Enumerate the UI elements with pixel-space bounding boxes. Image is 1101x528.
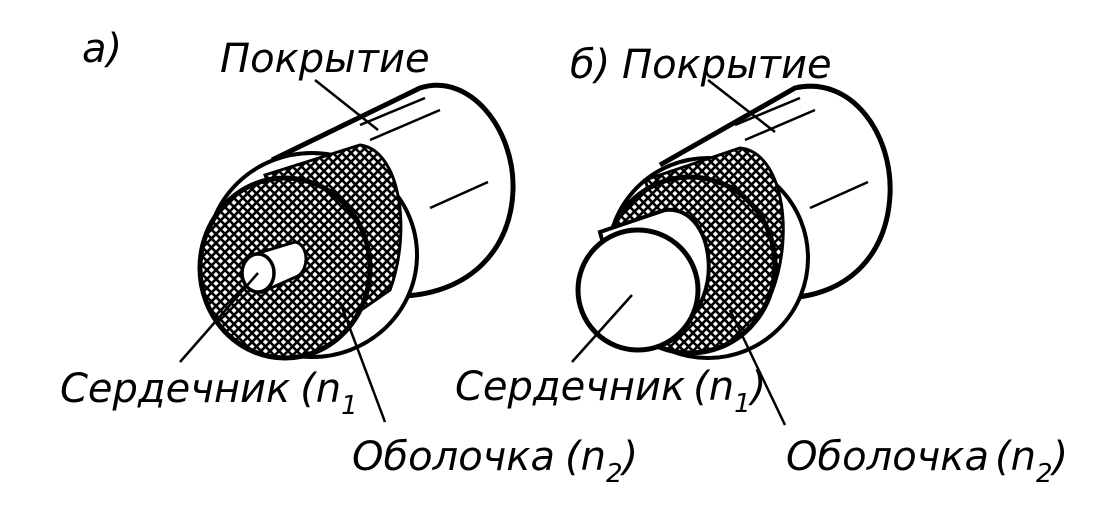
panel-a-cladding-index: n (581, 434, 606, 480)
panel-a-core-name: Сердечник (60, 366, 290, 412)
panel-b-core-close-paren: ) (748, 364, 767, 410)
panel-b-cladding-close-paren: ) (1049, 434, 1068, 480)
panel-b-cladding-name: Оболочка (786, 434, 989, 480)
panel-a-cladding-close-paren: ) (619, 434, 638, 480)
panel-b-core-index: n (709, 364, 734, 410)
fiber-b-shade-3 (809, 180, 869, 210)
fiber-a (197, 82, 516, 361)
fiber-a-shade-2 (369, 108, 441, 142)
fiber-b-core-face (575, 227, 701, 353)
panel-b-cladding-label: Оболочка(n2) (786, 434, 1068, 489)
panel-b-cladding-index-sub: 2 (1036, 459, 1053, 489)
panel-a-core-index-sub: 1 (341, 391, 358, 421)
fiber-b-shade-1 (734, 96, 801, 127)
leader-b-cladding (728, 309, 787, 426)
fiber-a-shade-1 (359, 96, 426, 127)
panel-a-letter: а) (82, 26, 122, 72)
panel-a-cladding-index-sub: 2 (606, 459, 623, 489)
panel-a-core-label: Сердечник(n1 (60, 366, 358, 421)
leader-a-core (179, 272, 259, 363)
panel-a-coating-label: Покрытие (220, 36, 430, 82)
panel-a-core-open-paren: ( (300, 366, 318, 412)
leader-a-cladding (338, 301, 387, 423)
panel-a-cladding-name: Оболочка (352, 434, 555, 480)
panel-a-cladding-open-paren: ( (565, 434, 583, 480)
panel-b-letter: б) (570, 42, 610, 88)
panel-b-coating-label: Покрытие (622, 42, 832, 88)
leader-b-core (571, 294, 633, 363)
panel-b-core-label: Сердечник(n1) (455, 364, 766, 419)
panel-b-cladding-open-paren: ( (995, 434, 1013, 480)
panel-a-cladding-label: Оболочка(n2) (352, 434, 638, 489)
leader-b-coating (707, 79, 776, 133)
fiber-a-shade-3 (429, 180, 489, 210)
panel-b-cladding-index: n (1011, 434, 1036, 480)
leader-lines (179, 79, 787, 426)
leader-a-coating (314, 79, 379, 131)
panel-b-core-name: Сердечник (455, 364, 685, 410)
panel-a-core-index: n (316, 366, 341, 412)
fiber-b (575, 83, 893, 360)
fiber-b-shade-2 (744, 108, 816, 142)
panel-b-core-index-sub: 1 (734, 389, 751, 419)
panel-b-core-open-paren: ( (693, 364, 711, 410)
